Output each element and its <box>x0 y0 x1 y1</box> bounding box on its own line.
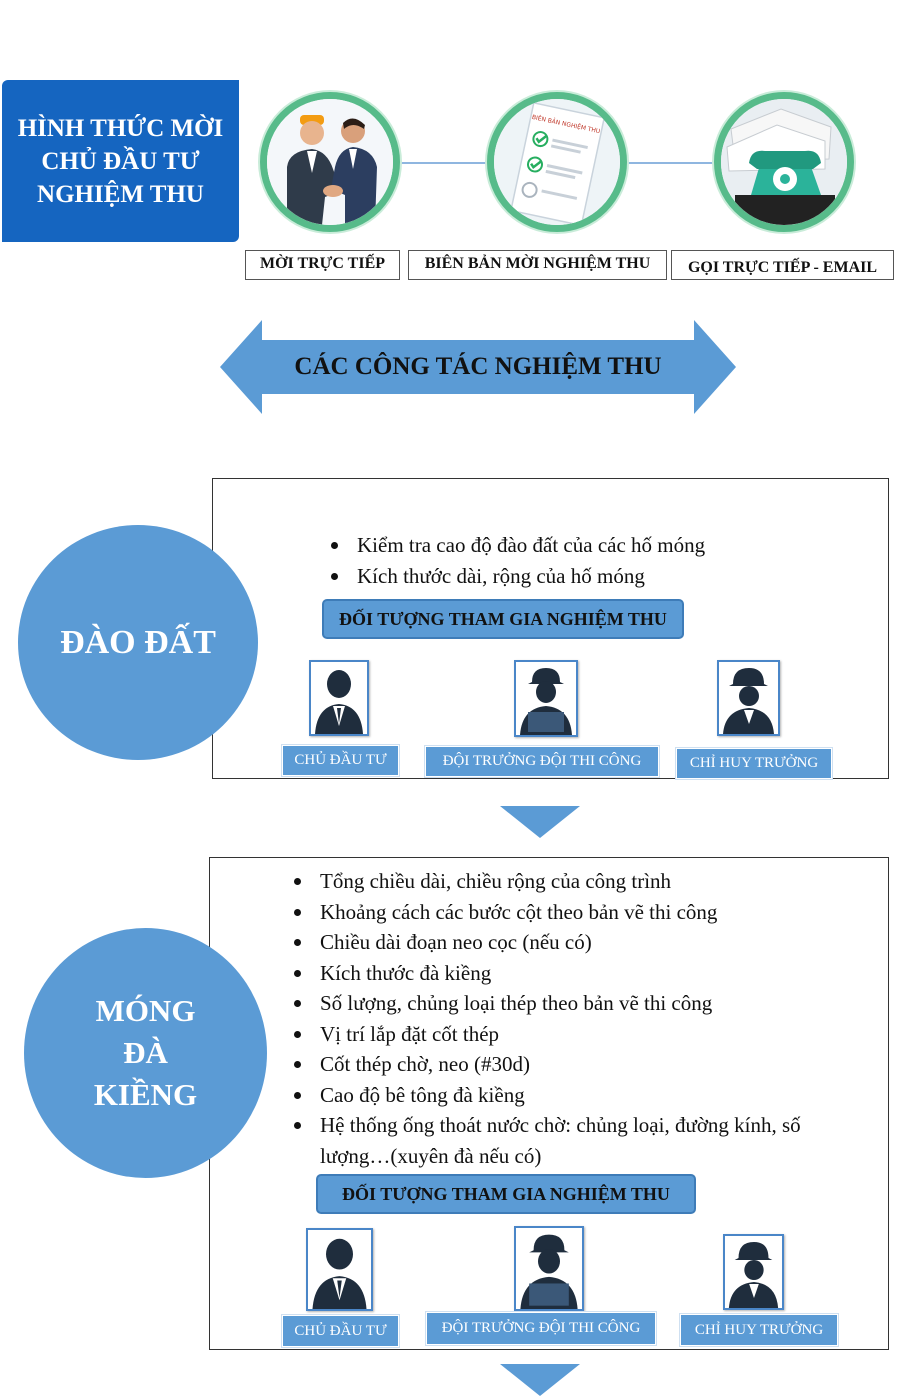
connector-line <box>626 162 718 164</box>
foundation-checklist: Tổng chiều dài, chiều rộng của công trìn… <box>288 866 828 1171</box>
methods-title: HÌNH THỨC MỜI CHỦ ĐẦU TƯ NGHIỆM THU <box>17 114 224 208</box>
investor-avatar-icon <box>306 1228 373 1311</box>
role-label-investor: CHỦ ĐẦU TƯ <box>281 1314 400 1348</box>
checklist-document-icon: BIÊN BẢN NGHIỆM THU <box>487 92 627 232</box>
team-leader-avatar-icon <box>514 1226 584 1311</box>
handshake-icon <box>260 92 400 232</box>
role-label-team-leader: ĐỘI TRƯỞNG ĐỘI THI CÔNG <box>425 1311 657 1346</box>
section-circle-excavation: ĐÀO ĐẤT <box>18 525 258 760</box>
participants-heading: ĐỐI TƯỢNG THAM GIA NGHIỆM THU <box>316 1174 696 1214</box>
list-item: Cao độ bê tông đà kiềng <box>288 1080 828 1111</box>
list-item: Kiểm tra cao độ đào đất của các hố móng <box>325 530 865 561</box>
down-arrow-icon <box>500 1364 580 1396</box>
telephone-papers-icon <box>714 92 854 232</box>
section-circle-foundation: MÓNG ĐÀ KIỀNG <box>24 928 267 1178</box>
list-item: Khoảng cách các bước cột theo bản vẽ thi… <box>288 897 828 928</box>
list-item: Tổng chiều dài, chiều rộng của công trìn… <box>288 866 828 897</box>
double-arrow-banner <box>220 320 736 414</box>
investor-avatar-icon <box>309 660 369 736</box>
connector-line <box>400 162 490 164</box>
down-arrow-icon <box>500 806 580 838</box>
participants-heading: ĐỐI TƯỢNG THAM GIA NGHIỆM THU <box>322 599 684 639</box>
methods-title-box: HÌNH THỨC MỜI CHỦ ĐẦU TƯ NGHIỆM THU <box>2 80 239 242</box>
role-label-investor: CHỦ ĐẦU TƯ <box>281 744 400 777</box>
list-item: Hệ thống ống thoát nước chờ: chủng loại,… <box>288 1110 828 1171</box>
site-commander-avatar-icon <box>723 1234 784 1310</box>
list-item: Vị trí lắp đặt cốt thép <box>288 1019 828 1050</box>
method-label-call-email: GỌI TRỰC TIẾP - EMAIL <box>671 250 894 280</box>
list-item: Kích thước dài, rộng của hố móng <box>325 561 865 592</box>
list-item: Cốt thép chờ, neo (#30d) <box>288 1049 828 1080</box>
role-label-site-commander: CHỈ HUY TRƯỞNG <box>675 747 833 780</box>
role-label-site-commander: CHỈ HUY TRƯỞNG <box>679 1313 839 1347</box>
team-leader-avatar-icon <box>514 660 578 737</box>
list-item: Số lượng, chủng loại thép theo bản vẽ th… <box>288 988 828 1019</box>
excavation-checklist: Kiểm tra cao độ đào đất của các hố móng … <box>325 530 865 591</box>
method-label-invitation-minutes: BIÊN BẢN MỜI NGHIỆM THU <box>408 250 667 280</box>
method-label-direct-invite: MỜI TRỰC TIẾP <box>245 250 400 280</box>
role-label-team-leader: ĐỘI TRƯỞNG ĐỘI THI CÔNG <box>424 745 660 778</box>
list-item: Chiều dài đoạn neo cọc (nếu có) <box>288 927 828 958</box>
banner-text: CÁC CÔNG TÁC NGHIỆM THU <box>294 353 662 380</box>
site-commander-avatar-icon <box>717 660 780 736</box>
list-item: Kích thước đà kiềng <box>288 958 828 989</box>
